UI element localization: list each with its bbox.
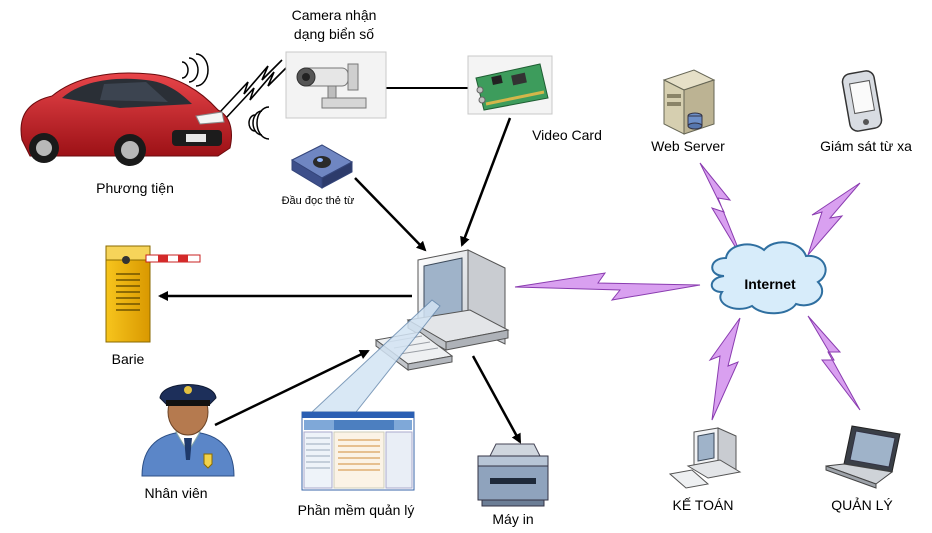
camera-node: Camera nhận dạng biển số xyxy=(285,7,387,119)
camera-label-line1: Camera nhận xyxy=(292,7,377,23)
remote-monitor-label: Giám sát từ xa xyxy=(820,138,912,154)
cardreader-to-computer-arrow xyxy=(354,177,427,252)
lightning-webserver-internet xyxy=(699,162,743,259)
desktop-pc-icon xyxy=(668,427,742,489)
connections xyxy=(158,87,522,444)
network-links xyxy=(514,162,861,421)
lightning-internet-accounting xyxy=(708,317,741,421)
staff-label: Nhân viên xyxy=(144,485,207,501)
remote-monitor-node: Giám sát từ xa xyxy=(820,70,912,154)
vehicle-label: Phương tiện xyxy=(96,180,174,196)
web-server-label: Web Server xyxy=(651,138,725,154)
barrier-node: Barie xyxy=(105,245,201,367)
pda-icon xyxy=(841,70,883,132)
card-reader-node: Đầu đọc thẻ từ xyxy=(282,144,355,207)
printer-icon xyxy=(477,443,549,507)
internet-node: Internet xyxy=(710,241,827,315)
printer-node: Máy in xyxy=(477,443,549,527)
camera-icon xyxy=(296,63,367,109)
car-camera-signal xyxy=(181,53,289,140)
barrier-icon xyxy=(105,245,201,343)
card-reader-icon xyxy=(290,144,354,189)
video-card-label: Video Card xyxy=(532,127,602,143)
internet-label: Internet xyxy=(744,276,796,292)
staff-node: Nhân viên xyxy=(141,384,235,501)
vehicle-node: Phương tiện xyxy=(20,72,232,196)
web-server-node: Web Server xyxy=(651,69,725,154)
software-label: Phần mềm quản lý xyxy=(298,502,415,518)
laptop-icon xyxy=(825,425,901,489)
card-reader-label: Đầu đọc thẻ từ xyxy=(282,195,355,207)
management-node: QUẢN LÝ xyxy=(825,425,901,513)
software-window-icon xyxy=(301,411,415,491)
barrier-label: Barie xyxy=(112,351,145,367)
lightning-computer-internet xyxy=(514,272,701,301)
staff-to-computer-arrow xyxy=(214,349,370,427)
server-icon xyxy=(662,69,716,135)
video-card-icon xyxy=(475,63,549,111)
cloud-icon xyxy=(710,241,827,315)
management-label: QUẢN LÝ xyxy=(831,497,893,513)
computer-to-printer-arrow xyxy=(471,355,522,444)
accounting-node: KẾ TOÁN xyxy=(668,427,742,513)
video-card-node: Video Card xyxy=(467,55,602,143)
videocard-to-computer-arrow xyxy=(460,117,512,247)
camera-label-line2: dạng biển số xyxy=(294,26,374,42)
security-guard-icon xyxy=(141,384,235,477)
printer-label: Máy in xyxy=(492,511,533,527)
lightning-internet-management xyxy=(807,315,861,411)
lightning-monitor-internet xyxy=(807,182,861,256)
car-icon xyxy=(20,72,232,166)
software-node: Phần mềm quản lý xyxy=(298,411,415,518)
computer-node xyxy=(310,249,510,413)
accounting-label: KẾ TOÁN xyxy=(673,497,734,513)
